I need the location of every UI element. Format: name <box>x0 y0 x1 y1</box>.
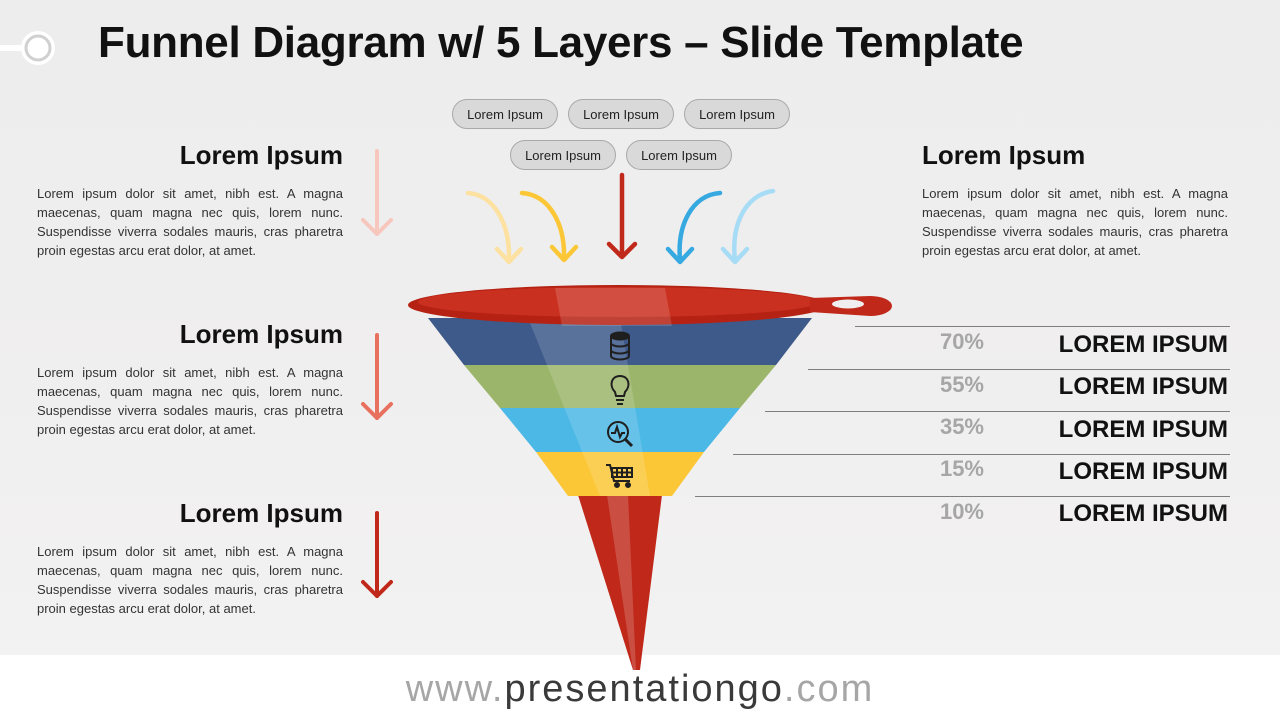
pill-1: Lorem Ipsum <box>452 99 558 129</box>
footer-suffix: .com <box>783 668 875 710</box>
straight-arrow-icon-red <box>606 172 638 260</box>
layer-divider-1 <box>855 326 1230 327</box>
layer-percent-2: 55% <box>939 372 984 397</box>
layer-divider-2 <box>808 369 1230 370</box>
curved-arrow-icon-light-blue <box>720 188 776 265</box>
left-text-3: Lorem ipsum dolor sit amet, nibh est. A … <box>37 544 343 616</box>
curved-arrow-icon-light-yellow <box>465 190 524 265</box>
left-heading-3: Lorem Ipsum <box>179 498 343 528</box>
funnel-diagram <box>408 285 892 670</box>
analytics-search-icon <box>607 421 634 448</box>
layer-label-5: LOREM IPSUM <box>1058 500 1228 527</box>
right-heading: Lorem Ipsum <box>922 140 1086 170</box>
pill-3: Lorem Ipsum <box>684 99 790 129</box>
funnel-layer-2 <box>464 365 776 408</box>
layer-divider-5 <box>695 496 1230 497</box>
pill-4: Lorem Ipsum <box>510 140 616 170</box>
shopping-cart-icon <box>606 464 633 488</box>
layer-label-1: LOREM IPSUM <box>1058 331 1228 358</box>
layer-percent-3: 35% <box>939 414 984 439</box>
footer-prefix: www. <box>405 668 505 710</box>
database-icon <box>610 331 630 361</box>
footer-url[interactable]: www.presentationgo.com <box>0 668 1280 711</box>
footer-brand: presentationgo <box>504 668 784 710</box>
layer-percent-1: 70% <box>939 329 984 354</box>
funnel-layer-3 <box>500 408 740 452</box>
pill-5: Lorem Ipsum <box>626 140 732 170</box>
down-arrow-icon-light <box>361 149 393 236</box>
incoming-arrows <box>465 172 776 265</box>
layer-divider-4 <box>733 454 1230 455</box>
down-arrow-icon-dark <box>361 511 393 598</box>
left-heading-1: Lorem Ipsum <box>179 140 343 170</box>
layer-label-4: LOREM IPSUM <box>1058 458 1228 485</box>
slide-title: Funnel Diagram w/ 5 Layers – Slide Templ… <box>98 18 1024 67</box>
layer-label-3: LOREM IPSUM <box>1058 416 1228 443</box>
layer-percent-5: 10% <box>939 499 984 524</box>
funnel-stem <box>578 495 662 670</box>
layer-label-2: LOREM IPSUM <box>1058 373 1228 400</box>
funnel-handle <box>810 296 892 316</box>
pill-2: Lorem Ipsum <box>568 99 674 129</box>
curved-arrow-icon-yellow <box>519 190 579 263</box>
lightbulb-icon <box>610 374 630 405</box>
down-arrow-icon-medium <box>361 333 393 420</box>
layer-percent-4: 15% <box>939 456 984 481</box>
funnel-layer-4 <box>536 452 704 496</box>
left-text-2: Lorem ipsum dolor sit amet, nibh est. A … <box>37 365 343 437</box>
corner-ring-icon <box>0 31 55 65</box>
left-text-1: Lorem ipsum dolor sit amet, nibh est. A … <box>37 186 343 258</box>
left-heading-2: Lorem Ipsum <box>179 319 343 349</box>
layer-divider-3 <box>765 411 1230 412</box>
curved-arrow-icon-blue <box>665 190 723 265</box>
funnel-layer-1 <box>428 318 812 365</box>
right-text: Lorem ipsum dolor sit amet, nibh est. A … <box>922 186 1228 258</box>
